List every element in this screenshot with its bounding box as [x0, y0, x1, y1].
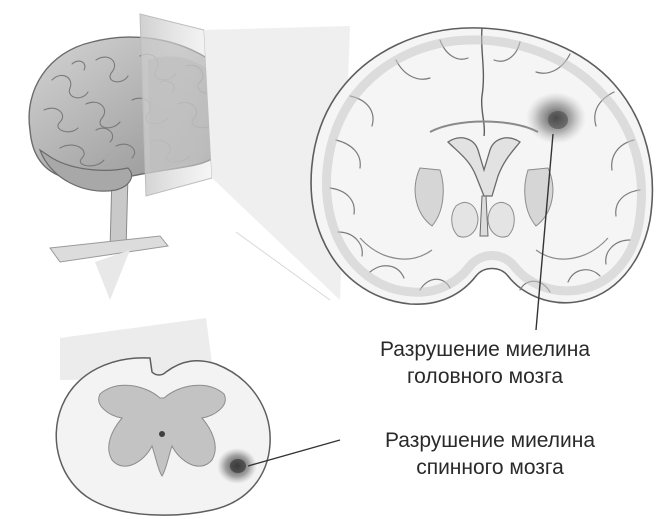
brain-label-line-2: головного мозга — [340, 363, 630, 390]
spinal-lesion-core — [230, 459, 246, 473]
brain-stem-shadow — [95, 250, 130, 300]
spinal-gray-matter — [99, 385, 226, 476]
spinal-demyelination-label: Разрушение миелина спинного мозга — [352, 427, 628, 481]
third-ventricle — [480, 196, 488, 236]
central-canal — [159, 431, 165, 437]
spinal-label-line-2: спинного мозга — [352, 454, 628, 481]
spinal-label-line-1: Разрушение миелина — [352, 427, 628, 454]
coronal-brain-section — [311, 28, 652, 304]
brain-behind-plane — [148, 56, 212, 172]
brain-label-line-1: Разрушение миелина — [340, 336, 630, 363]
brain-lesion-core — [548, 111, 568, 129]
spinal-cord-section — [56, 358, 270, 515]
brain-demyelination-label: Разрушение миелина головного мозга — [340, 336, 630, 390]
